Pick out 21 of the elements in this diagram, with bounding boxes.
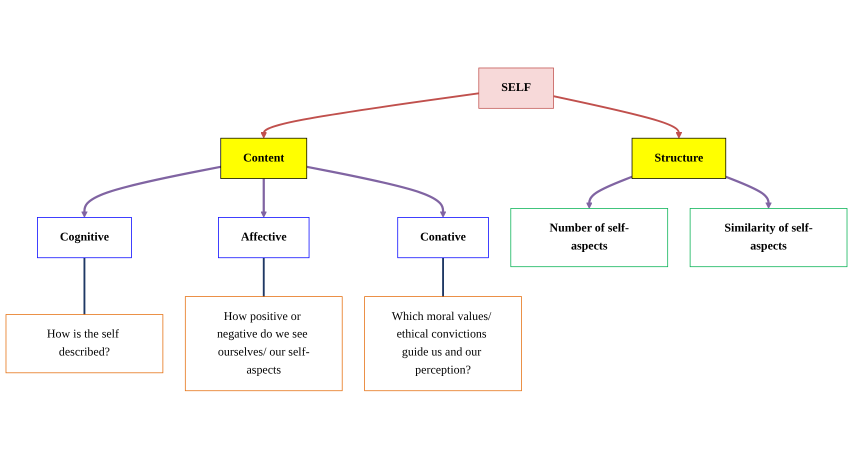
arrow (81, 165, 221, 218)
node-box: Conative (397, 216, 489, 258)
node-box: Similarity of self-aspects (690, 208, 848, 267)
node-box: Cognitive (37, 216, 132, 258)
arrow (260, 92, 479, 138)
arrow (306, 165, 446, 218)
connector (442, 257, 444, 296)
node-box: Number of self-aspects (510, 208, 668, 267)
arrow (260, 178, 268, 218)
node-box: Structure (632, 137, 726, 179)
node-box: SELF (478, 67, 554, 108)
node-box: How is the self described? (6, 314, 164, 373)
arrow (553, 94, 682, 138)
node-box: Content (220, 137, 308, 179)
node-box: How positive or negative do we see ourselves/ our self-aspects (184, 296, 343, 391)
node-box: Which moral values/ ethical convictions guide us and our perception? (364, 296, 522, 391)
connector (262, 257, 265, 296)
connector (84, 257, 86, 314)
arrow (725, 175, 772, 208)
arrow (586, 175, 632, 208)
node-box: Affective (218, 216, 310, 258)
